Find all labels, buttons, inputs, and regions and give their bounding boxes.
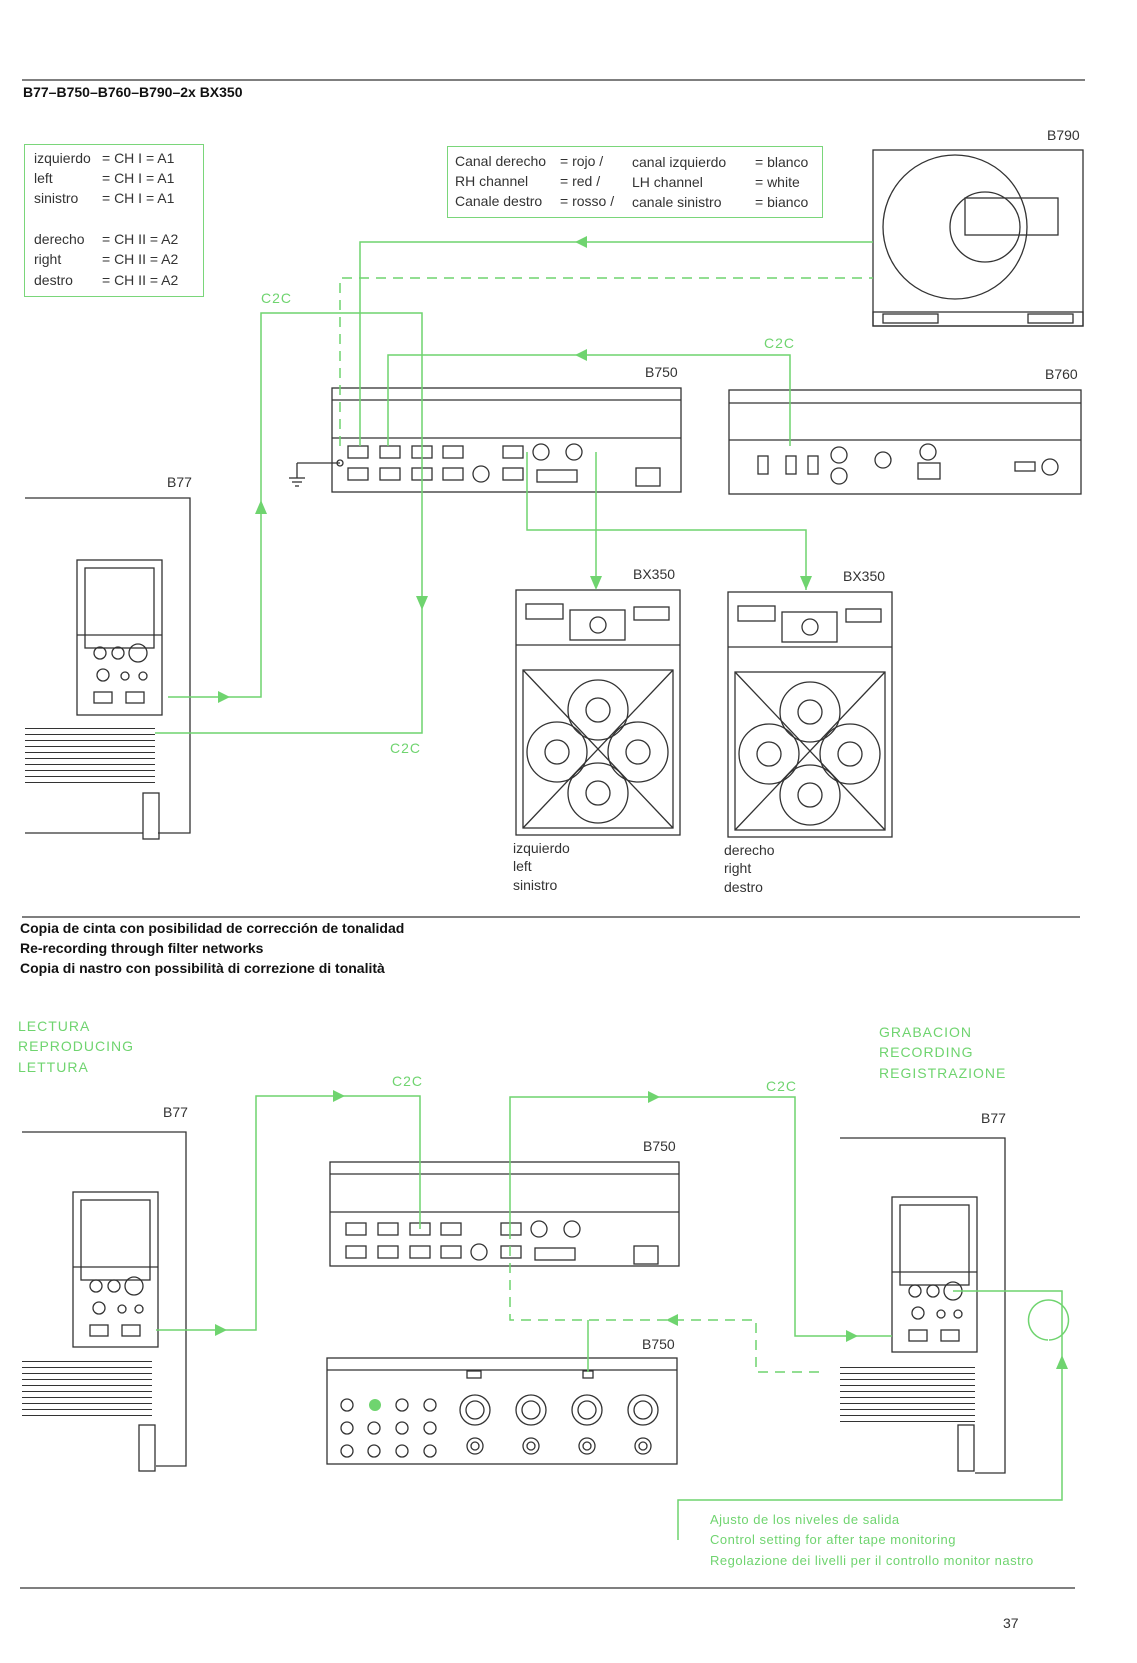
legend-cell: = bianco: [755, 194, 809, 210]
legend-cell: Canale destro: [455, 193, 543, 209]
b77-tape-deck-right: [840, 1137, 1006, 1474]
record-label: RECORDING: [879, 1044, 974, 1060]
grille-right: [840, 1362, 975, 1422]
label-bx350-right: BX350: [843, 568, 886, 584]
b750-filter-unit: [326, 1357, 678, 1465]
legend-cell: = rosso /: [560, 193, 615, 209]
speaker-right-label: right: [724, 860, 752, 876]
speaker-right-label: destro: [724, 879, 763, 895]
label-b750-filter: B750: [642, 1336, 675, 1352]
speaker-left-label: left: [513, 858, 532, 874]
note-line: Ajusto de los niveles de salida: [710, 1512, 900, 1527]
playback-label: LETTURA: [18, 1059, 89, 1075]
label-c2c: C2C: [392, 1073, 424, 1089]
arrow-marks: [215, 236, 1068, 1411]
label-bx350-left: BX350: [633, 566, 676, 582]
speaker-left-label: sinistro: [513, 877, 558, 893]
label-b77-left: B77: [163, 1104, 188, 1120]
legend-cell: Canal derecho: [455, 153, 547, 169]
label-b77-right: B77: [981, 1110, 1006, 1126]
playback-label: REPRODUCING: [18, 1038, 135, 1054]
legend-label: derecho: [34, 231, 85, 247]
channel-legend-left: [24, 144, 204, 297]
label-b750: B750: [645, 364, 678, 380]
grille-top: [25, 723, 155, 783]
legend-cell: canal izquierdo: [632, 154, 727, 170]
section2-line: Copia di nastro con possibilità di corre…: [20, 960, 385, 976]
legend-value: = CH II = A2: [102, 251, 179, 267]
legend-value: = CH I = A1: [102, 170, 175, 186]
legend-label: right: [34, 251, 62, 267]
note-line: Control setting for after tape monitorin…: [710, 1532, 956, 1547]
b760-tuner: [728, 389, 1082, 495]
channel-legend-right: [447, 146, 823, 218]
grille-left: [22, 1356, 152, 1416]
legend-label: destro: [34, 272, 73, 288]
section2-line: Copia de cinta con posibilidad de correc…: [20, 920, 405, 936]
legend-value: = CH I = A1: [102, 150, 175, 166]
label-c2c: C2C: [766, 1078, 798, 1094]
b77-tape-deck-top: [25, 497, 191, 840]
bx350-right: [727, 591, 893, 838]
legend-cell: RH channel: [455, 173, 529, 189]
label-b77: B77: [167, 474, 192, 490]
legend-cell: = red /: [560, 173, 601, 189]
page-number: 37: [1003, 1615, 1019, 1631]
legend-value: = CH II = A2: [102, 231, 179, 247]
b790-turntable: [872, 149, 1084, 327]
label-c2c: C2C: [261, 290, 293, 306]
label-b750-lower: B750: [643, 1138, 676, 1154]
legend-cell: = blanco: [755, 154, 809, 170]
bx350-left: [515, 589, 681, 836]
legend-cell: LH channel: [632, 174, 703, 190]
b750-amplifier: [331, 387, 682, 493]
playback-label: LECTURA: [18, 1018, 91, 1034]
note-line: Regolazione dei livelli per il controllo…: [710, 1553, 1034, 1568]
legend-label: izquierdo: [34, 150, 91, 166]
page-title: B77–B750–B760–B790–2x BX350: [23, 84, 243, 100]
speaker-right-label: derecho: [724, 842, 775, 858]
legend-label: left: [34, 170, 53, 186]
legend-label: sinistro: [34, 190, 79, 206]
label-c2c: C2C: [764, 335, 796, 351]
legend-value: = CH I = A1: [102, 190, 175, 206]
legend-cell: = white: [755, 174, 800, 190]
ground-symbol: [289, 462, 340, 487]
record-label: GRABACION: [879, 1024, 973, 1040]
label-b790: B790: [1047, 127, 1080, 143]
label-c2c: C2C: [390, 740, 422, 756]
record-label: REGISTRAZIONE: [879, 1065, 1007, 1081]
speaker-left-label: izquierdo: [513, 840, 570, 856]
legend-cell: canale sinistro: [632, 194, 722, 210]
b750-amplifier-lower: [329, 1161, 680, 1267]
b77-tape-deck-left: [22, 1131, 187, 1472]
legend-cell: = rojo /: [560, 153, 604, 169]
legend-value: = CH II = A2: [102, 272, 179, 288]
label-b760: B760: [1045, 366, 1078, 382]
section2-line: Re-recording through filter networks: [20, 940, 264, 956]
